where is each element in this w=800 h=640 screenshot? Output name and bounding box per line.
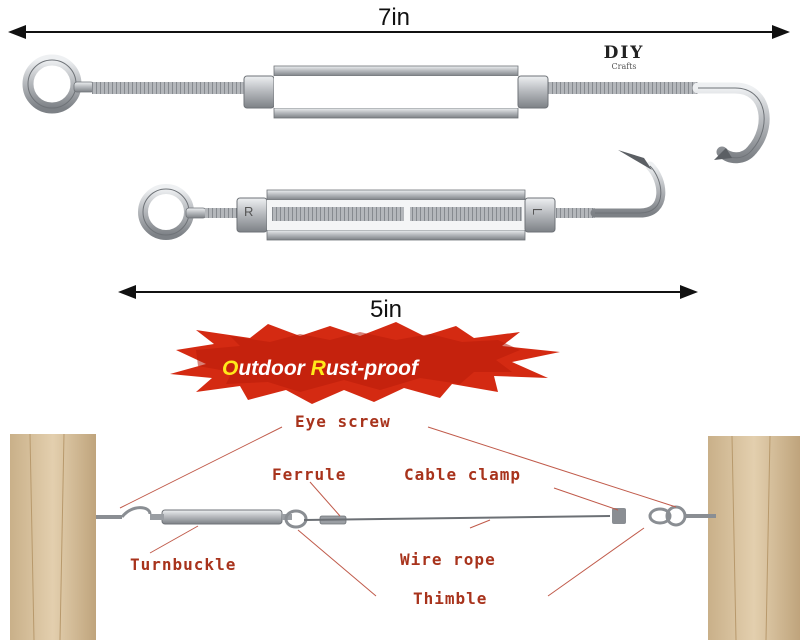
dimension-label-long: 7in bbox=[378, 4, 411, 31]
turnbuckle-small bbox=[138, 150, 666, 241]
callout-cable-clamp: Cable clamp bbox=[404, 465, 521, 484]
logo-sub-text: Crafts bbox=[611, 62, 637, 71]
brand-logo: DIY Crafts bbox=[592, 44, 656, 78]
turnbuckle-large bbox=[22, 54, 770, 164]
dimension-arrow-short bbox=[118, 285, 698, 299]
banner-word1-rest: utdoor bbox=[238, 357, 311, 380]
callout-thimble: Thimble bbox=[413, 589, 488, 608]
marking-left: R bbox=[244, 204, 254, 219]
callout-turnbuckle: Turnbuckle bbox=[130, 555, 237, 574]
callout-ferrule: Ferrule bbox=[272, 465, 347, 484]
banner-word2-cap: R bbox=[310, 357, 326, 380]
callout-eye-screw: Eye screw bbox=[295, 412, 391, 431]
banner-text: Outdoor Rust-proof bbox=[222, 357, 418, 381]
right-wood-post bbox=[708, 436, 800, 640]
banner-word2-rest: ust-proof bbox=[325, 357, 418, 380]
banner-word1-cap: O bbox=[222, 357, 239, 380]
dimension-arrow-long bbox=[8, 25, 790, 39]
left-wood-post bbox=[10, 434, 96, 640]
dimension-label-short: 5in bbox=[370, 296, 403, 323]
marking-right: L bbox=[530, 207, 546, 216]
callout-wire-rope: Wire rope bbox=[400, 550, 496, 569]
logo-main-text: DIY bbox=[603, 43, 645, 63]
leader-lines bbox=[119, 426, 677, 597]
cable-assembly bbox=[96, 505, 716, 529]
